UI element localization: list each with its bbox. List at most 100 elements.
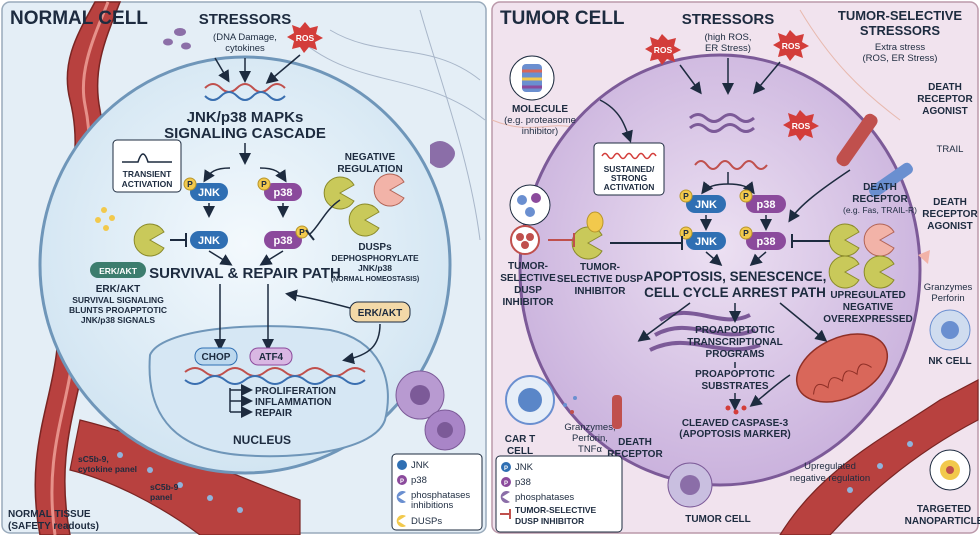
tumor-legend-p38: p38 bbox=[515, 477, 531, 488]
normal-stressors-sub1: (DNA Damage, bbox=[213, 32, 277, 43]
tumor-stressors-sub1: (high ROS, bbox=[705, 32, 752, 43]
normal-p38-label-1: p38 bbox=[274, 187, 293, 199]
proliferation-label: PROLIFERATION bbox=[255, 386, 336, 397]
tumor-p38-label-1: p38 bbox=[757, 199, 776, 211]
neg-reg-label1: NEGATIVE bbox=[345, 152, 396, 163]
death-agonist-label1: DEATH bbox=[928, 82, 962, 93]
tumor-jnk-pill-2 bbox=[686, 232, 726, 250]
tumor-p-badge-4: P bbox=[743, 228, 749, 238]
tsdi-label4: INHIBITOR bbox=[503, 297, 555, 308]
tumor-dusp-icon-c bbox=[828, 255, 860, 289]
tumor-p38-pill-1 bbox=[746, 195, 786, 213]
tumor-p38-label-2: p38 bbox=[757, 236, 776, 248]
transient-label2: ACTIVATION bbox=[122, 179, 173, 189]
legend-jnk: JNK bbox=[411, 460, 430, 471]
death-receptor-b-label1: DEATH bbox=[618, 437, 652, 448]
tumor-title: TUMOR CELL bbox=[500, 8, 625, 29]
tumor-ros-label-1: ROS bbox=[654, 45, 673, 55]
dusps-desc2: JNK/p38 bbox=[358, 263, 392, 273]
normal-cascade-title2: SIGNALING CASCADE bbox=[164, 125, 326, 142]
tumor-jnk-pill-1 bbox=[686, 195, 726, 213]
tumor-legend-p-badge-1: P bbox=[504, 466, 508, 472]
repair-label: REPAIR bbox=[255, 408, 293, 419]
normal-legend: JNK P p38 phosphatases inhibitions DUSPs bbox=[391, 453, 483, 531]
upregulated-neg-label2: negative regulation bbox=[790, 473, 870, 484]
tumor-ros-icon-3 bbox=[783, 110, 819, 141]
dusps-label: DUSPs bbox=[358, 242, 392, 253]
erk-akt-pill-left bbox=[90, 262, 146, 278]
erk-akt-text3: JNK/p38 SIGNALS bbox=[81, 315, 155, 325]
tsdi-label3: DUSP bbox=[514, 285, 542, 296]
tumor-p-badge-1: P bbox=[683, 191, 689, 201]
normal-cell-panel: NORMAL CELL STRESSORS (DNA Damage, cytok… bbox=[1, 1, 487, 536]
normal-p38-pill-1 bbox=[264, 183, 302, 201]
sustained-label2: STRONG bbox=[611, 173, 648, 183]
erk-akt-text1: SURVIVAL SIGNALING bbox=[72, 295, 164, 305]
tsdi-b-label1: TUMOR- bbox=[580, 262, 620, 273]
normal-p-badge-3: P bbox=[299, 227, 305, 237]
death-receptor-label1: DEATH bbox=[863, 182, 897, 193]
sc5b9-label-b2: panel bbox=[150, 492, 172, 502]
tumor-legend-phos: phosphatases bbox=[515, 492, 574, 503]
death-receptor-label3: (e.g. Fas, TRAIL-R) bbox=[843, 205, 917, 215]
legend-phos2: inhibitions bbox=[411, 500, 453, 511]
sustained-label1: SUSTAINED/ bbox=[604, 164, 655, 174]
sc5b9-label-a1: sC5b-9, bbox=[78, 454, 109, 464]
normal-tissue-label1: NORMAL TISSUE bbox=[8, 509, 91, 520]
tumor-selective-stressors-sub2: (ROS, ER Stress) bbox=[863, 53, 938, 64]
normal-jnk-label-1: JNK bbox=[198, 187, 220, 199]
normal-jnk-pill-1 bbox=[190, 183, 228, 201]
dusp-icon-a bbox=[323, 176, 355, 210]
tumor-ros-icon-2 bbox=[773, 30, 809, 61]
upregulated-label3: OVEREXPRESSED bbox=[823, 314, 912, 325]
tumor-cell-panel: TUMOR CELL STRESSORS (high ROS, ER Stres… bbox=[491, 1, 980, 536]
erk-akt-text2: BLUNTS PROAPPTOTIC bbox=[69, 305, 167, 315]
death-agonist-label3: AGONIST bbox=[922, 106, 968, 117]
molecule-label2: (e.g. proteasome bbox=[504, 115, 576, 126]
normal-jnk-label-2: JNK bbox=[198, 235, 220, 247]
tumor-legend-jnk: JNK bbox=[515, 462, 534, 473]
atf4-label: ATF4 bbox=[259, 352, 284, 363]
death-receptor-b-label2: RECEPTOR bbox=[607, 449, 663, 460]
dusp-left-icon bbox=[133, 223, 165, 257]
erk-akt-title: ERK/AKT bbox=[96, 284, 140, 295]
legend-phos1: phosphatases bbox=[411, 490, 470, 501]
agonist-b-label2: RECEPTOR bbox=[922, 209, 978, 220]
death-receptor-label2: RECEPTOR bbox=[852, 194, 908, 205]
sustained-label3: ACTIVATION bbox=[604, 182, 655, 192]
tumor-jnk-label-1: JNK bbox=[695, 199, 717, 211]
tumor-legend: P JNK P p38 phosphatases TUMOR-SELECTIVE… bbox=[495, 455, 623, 533]
tumor-p-badge-3: P bbox=[683, 228, 689, 238]
survival-repair-path: SURVIVAL & REPAIR PATH bbox=[149, 265, 341, 282]
tsdi-icon-circle bbox=[509, 184, 551, 226]
nanoparticle-label2: NANOPARTICLE bbox=[905, 516, 980, 527]
tumor-legend-tsdi2: DUSP INHIBITOR bbox=[515, 516, 584, 526]
perforin-label: Perforin bbox=[931, 293, 964, 304]
gpt-label2: Perforin, bbox=[572, 433, 608, 444]
normal-p-badge-2: P bbox=[261, 179, 267, 189]
normal-title: NORMAL CELL bbox=[10, 8, 148, 29]
tumor-jnk-label-2: JNK bbox=[695, 236, 717, 248]
trail-receptor-icon bbox=[869, 162, 913, 198]
apoptosis-path-line2: CELL CYCLE ARREST PATH bbox=[644, 285, 826, 300]
legend-p-badge: P bbox=[400, 479, 404, 485]
dusp-icon-c bbox=[348, 203, 380, 237]
upregulated-neg-label1: Upregulated bbox=[804, 461, 856, 472]
atf4-box bbox=[249, 347, 293, 366]
chop-box bbox=[194, 347, 238, 366]
caspase-label2: (APOPTOSIS MARKER) bbox=[679, 429, 791, 440]
tumor-p-badge-2: P bbox=[743, 191, 749, 201]
gpt-label1: Granzymes, bbox=[564, 422, 615, 433]
normal-stressors-sub2: cytokines bbox=[225, 43, 265, 54]
normal-p38-label-2: p38 bbox=[274, 235, 293, 247]
tumor-ros-label-3: ROS bbox=[792, 121, 811, 131]
death-receptor-agonist-icon bbox=[836, 113, 878, 167]
tsdi-b-label2: SELECTIVE DUSP bbox=[557, 274, 643, 285]
normal-tissue-label2: (SAFETY readouts) bbox=[8, 521, 99, 532]
legend-p38: p38 bbox=[411, 475, 427, 486]
proapoptotic-substrates-1: PROAPOPTOTIC bbox=[695, 369, 775, 380]
erk-akt-pill-left-label: ERK/AKT bbox=[99, 266, 138, 276]
proapoptotic-programs-3: PROGRAMS bbox=[706, 349, 765, 360]
inflammation-label: INFLAMMATION bbox=[255, 397, 331, 408]
dusps-desc1: DEPHOSPHORYLATE bbox=[331, 253, 419, 263]
